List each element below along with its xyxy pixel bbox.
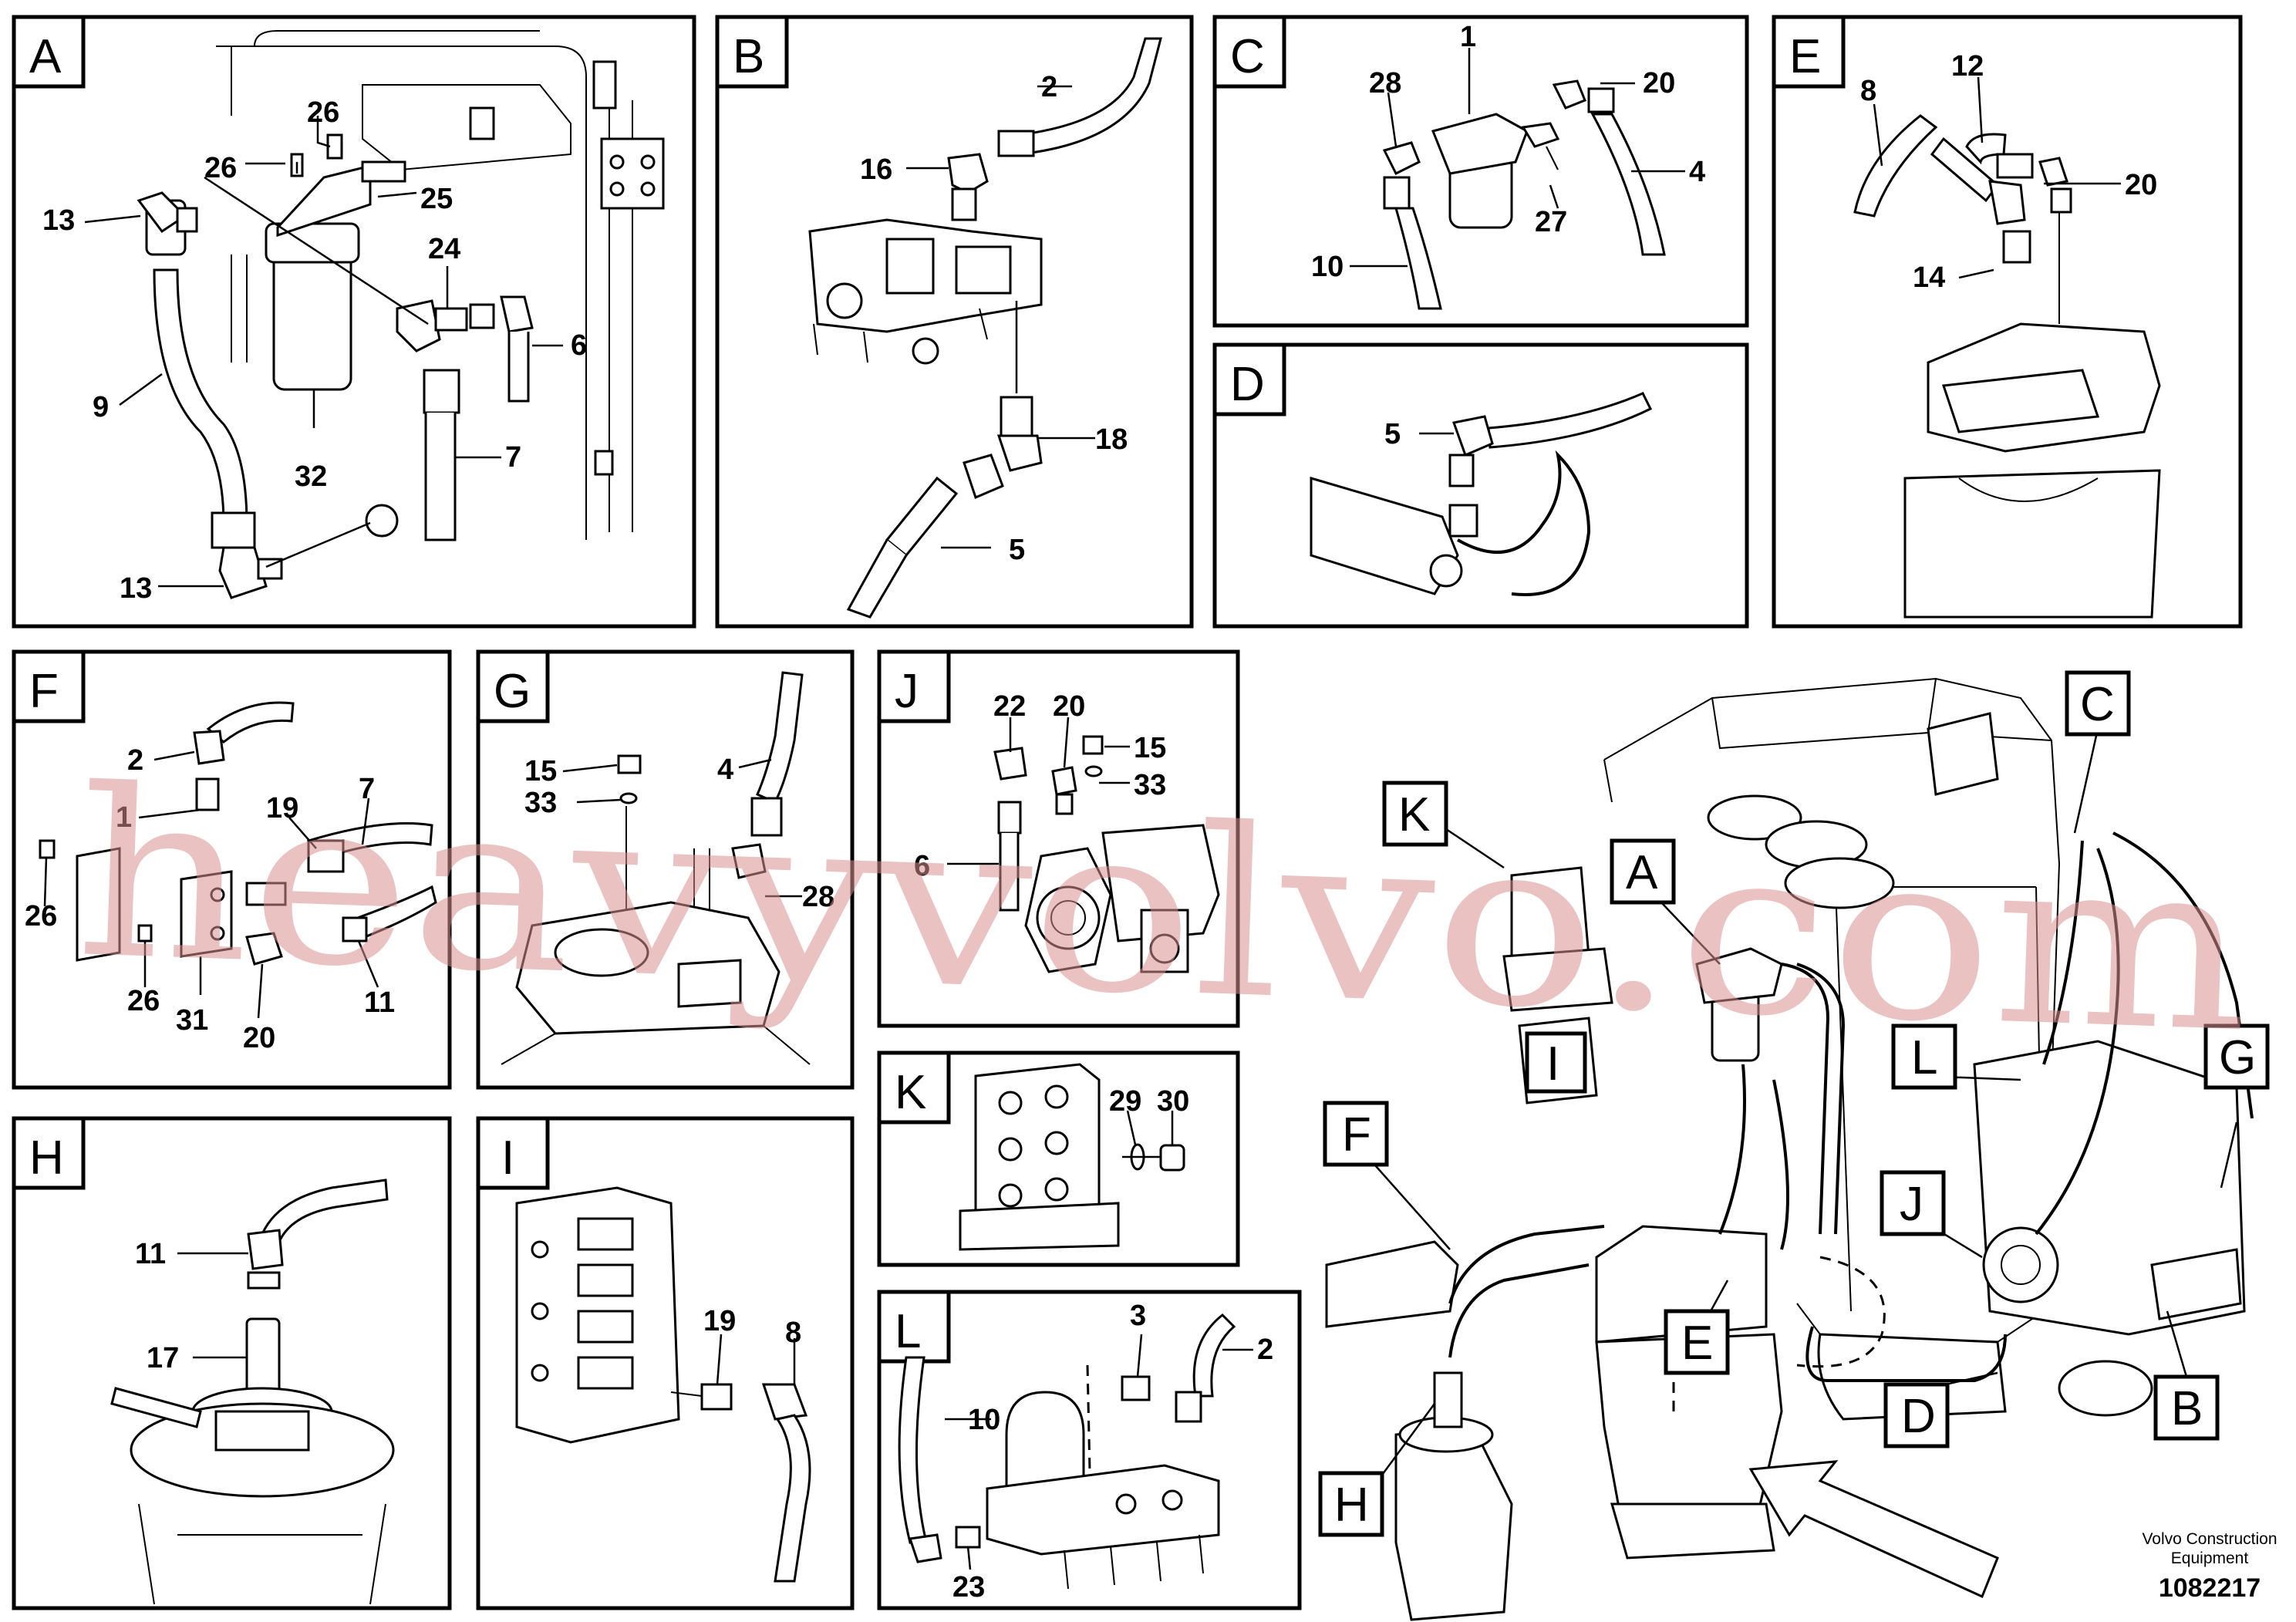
panel-h: H 11 17 (12, 1116, 452, 1610)
callout-i-19: 19 (703, 1305, 736, 1337)
callout-f-26-bottom: 26 (127, 985, 160, 1017)
callout-h-17: 17 (147, 1342, 179, 1374)
footer: Volvo Construction Equipment 1082217 (2142, 1530, 2277, 1603)
panel-l-letter: L (895, 1305, 921, 1358)
callout-j-6: 6 (914, 850, 930, 882)
callout-f-26-left: 26 (25, 900, 57, 932)
panel-j-letter: J (895, 665, 919, 718)
overview-tag-j: J (1900, 1178, 1923, 1231)
panel-c: C 1 28 20 4 27 10 (1212, 15, 1749, 328)
callout-g-15: 15 (524, 755, 557, 787)
callout-e-14: 14 (1913, 261, 1945, 294)
panel-f: F 2 1 19 7 26 26 31 20 11 (12, 649, 452, 1090)
callout-j-33: 33 (1134, 769, 1166, 801)
callout-a-26-top: 26 (307, 96, 339, 129)
callout-c-27: 27 (1535, 206, 1567, 238)
footer-company-line1: Volvo Construction (2142, 1530, 2277, 1548)
panel-b: B 2 16 18 5 (715, 15, 1194, 629)
overview-tag-g: G (2219, 1031, 2256, 1084)
callout-c-1: 1 (1460, 21, 1476, 53)
overview-tag-i: I (1546, 1037, 1559, 1091)
callout-f-19: 19 (266, 792, 298, 824)
panel-a-letter: A (29, 30, 62, 83)
callout-j-15: 15 (1134, 732, 1166, 764)
callout-a-13-bottom: 13 (120, 572, 152, 605)
overview-tag-a: A (1626, 846, 1658, 899)
callout-f-31: 31 (176, 1004, 208, 1037)
panel-a: A (12, 15, 696, 629)
callout-a-25: 25 (420, 183, 453, 215)
callout-b-2: 2 (1041, 71, 1057, 103)
panel-h-letter: H (29, 1131, 64, 1185)
callout-k-29: 29 (1109, 1085, 1141, 1118)
callout-f-11: 11 (364, 986, 395, 1019)
drawing-number: 1082217 (2159, 1573, 2261, 1603)
callout-a-32: 32 (295, 460, 327, 493)
callout-a-24: 24 (428, 233, 460, 265)
overview-tag-l: L (1911, 1031, 1937, 1084)
callout-f-2: 2 (127, 744, 143, 777)
callout-b-5: 5 (1009, 534, 1025, 566)
overview-tag-b: B (2171, 1382, 2203, 1435)
overview-tag-e: E (1681, 1317, 1713, 1370)
callout-e-8: 8 (1860, 75, 1876, 107)
panel-i: I 19 8 (476, 1116, 855, 1610)
callout-c-4: 4 (1689, 156, 1705, 188)
callout-l-3: 3 (1130, 1300, 1146, 1332)
overview-tag-h: H (1334, 1479, 1369, 1532)
callout-a-13-top: 13 (42, 204, 75, 237)
callout-e-12: 12 (1951, 50, 1984, 83)
panel-b-letter: B (733, 30, 764, 83)
callout-a-7: 7 (505, 441, 521, 474)
callout-g-28: 28 (802, 881, 834, 913)
callout-f-7: 7 (359, 773, 375, 805)
callout-a-26-left: 26 (204, 152, 237, 184)
callout-g-33: 33 (524, 787, 557, 819)
panel-g: G 4 15 33 28 (476, 649, 855, 1090)
callout-k-30: 30 (1157, 1085, 1189, 1118)
overview-tag-f: F (1342, 1108, 1371, 1162)
panel-j: J 22 20 15 33 6 (877, 649, 1240, 1028)
callout-b-18: 18 (1095, 423, 1128, 456)
callout-f-20: 20 (243, 1022, 275, 1054)
callout-g-4: 4 (717, 754, 733, 786)
overview-tag-k: K (1398, 788, 1430, 841)
callout-a-6: 6 (571, 329, 587, 362)
callout-j-22: 22 (993, 690, 1026, 723)
callout-j-20: 20 (1053, 690, 1085, 723)
panel-e-letter: E (1789, 30, 1821, 83)
callout-h-11: 11 (135, 1238, 166, 1270)
callout-e-20: 20 (2125, 169, 2157, 201)
panel-d-letter: D (1230, 358, 1265, 411)
overview-tag-d: D (1901, 1390, 1936, 1443)
callout-c-28: 28 (1369, 67, 1401, 99)
callout-c-10: 10 (1311, 251, 1344, 283)
panel-k-letter: K (895, 1066, 926, 1119)
footer-company-line2: Equipment (2171, 1549, 2249, 1567)
callout-l-10: 10 (968, 1404, 1000, 1436)
panel-k: K 29 30 (877, 1050, 1240, 1267)
panel-e: E 8 12 20 14 (1772, 15, 2243, 629)
callout-i-8: 8 (785, 1317, 801, 1349)
panel-c-letter: C (1230, 30, 1265, 83)
panel-i-letter: I (501, 1131, 514, 1185)
callout-d-5: 5 (1384, 418, 1401, 450)
callout-c-20: 20 (1643, 67, 1675, 99)
callout-f-1: 1 (116, 801, 132, 834)
overview-tags: K A C I F L J G E H D B (1318, 670, 2270, 1537)
callout-l-23: 23 (952, 1571, 985, 1603)
callout-l-2: 2 (1257, 1334, 1273, 1366)
callout-b-16: 16 (860, 153, 892, 186)
callout-a-9: 9 (93, 391, 109, 423)
panel-g-letter: G (494, 665, 531, 718)
panel-d: D 5 (1212, 342, 1749, 629)
panel-f-letter: F (29, 665, 59, 718)
panel-l: L 3 2 10 23 (877, 1290, 1302, 1610)
overview-tag-c: C (2080, 678, 2115, 731)
